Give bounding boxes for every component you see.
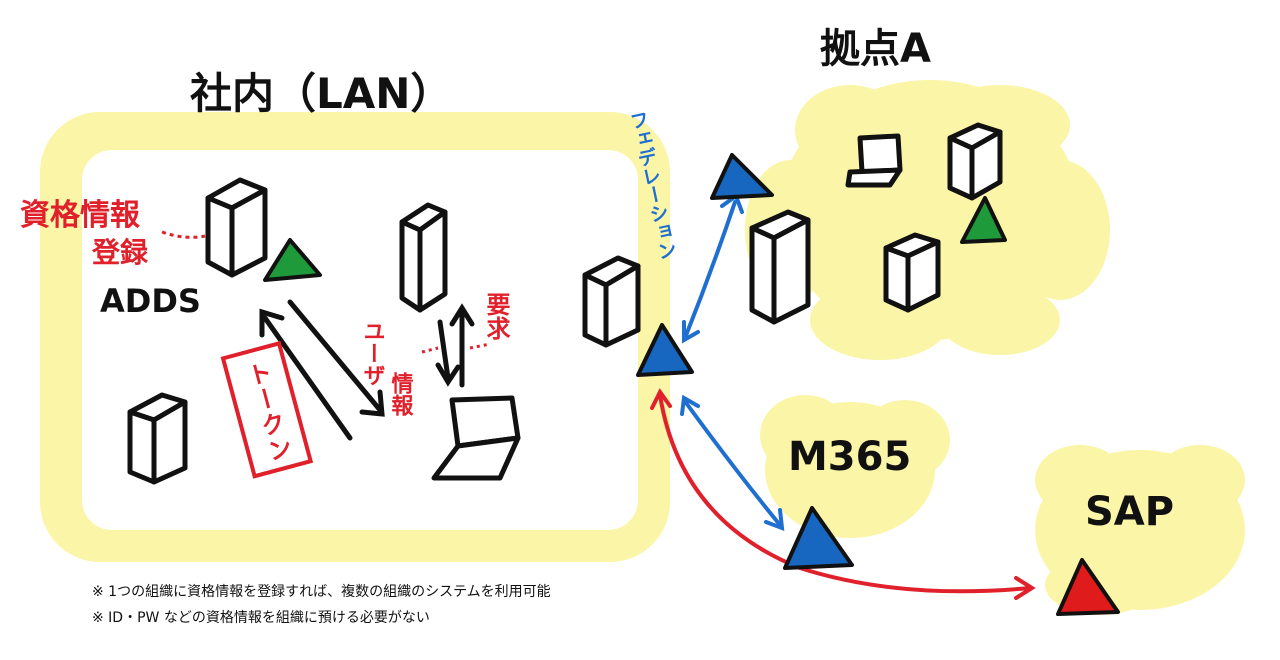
sap-idp-icon	[1056, 558, 1120, 616]
user-info-pointer	[421, 346, 439, 354]
m365-idp-icon	[783, 506, 854, 570]
lan-title: 社内（LAN）	[190, 69, 452, 118]
user-info-label-2: 情報	[388, 371, 414, 416]
credential-registration-label-1: 資格情報	[20, 198, 141, 233]
request-arrows	[435, 303, 475, 388]
credential-registration-pointer	[161, 230, 206, 239]
federation-server-icon	[582, 255, 641, 348]
site-a-title: 拠点A	[820, 26, 931, 72]
credential-registration-label-2: 登録	[91, 236, 149, 269]
laptop-icon	[431, 395, 521, 481]
federation-arrow-site-a	[682, 192, 744, 344]
footnote-2: ※ ID・PW などの資格情報を組織に預ける必要がない	[92, 610, 430, 626]
request-label: 要求	[482, 292, 510, 341]
site-a-green-idp-icon	[960, 196, 1007, 244]
lan-idp-icon	[636, 323, 694, 377]
app-server-icon	[399, 202, 448, 313]
m365-region	[760, 395, 950, 538]
site-a-server-2-icon	[947, 122, 1003, 201]
file-server-icon	[127, 392, 188, 485]
adds-idp-icon	[263, 238, 322, 282]
adds-label: ADDS	[100, 282, 201, 320]
adds-server-icon	[205, 177, 268, 278]
site-a-server-1-icon	[749, 209, 811, 325]
m365-label: M365	[788, 434, 911, 480]
user-info-label-1: ユーザ	[360, 320, 386, 386]
site-a-laptop-icon	[845, 133, 903, 188]
lan-region	[40, 112, 670, 562]
site-a-server-3-icon	[883, 232, 941, 313]
footnote-1: ※ 1つの組織に資格情報を登録すれば、複数の組織のシステムを利用可能	[92, 583, 551, 600]
token-exchange-arrow	[259, 299, 385, 441]
sap-label: SAP	[1085, 489, 1174, 535]
federation-arrow-m365	[680, 394, 785, 532]
site-a-idp-icon	[710, 153, 774, 200]
token-label-box: トークン	[220, 340, 314, 479]
request-pointer	[469, 342, 491, 350]
